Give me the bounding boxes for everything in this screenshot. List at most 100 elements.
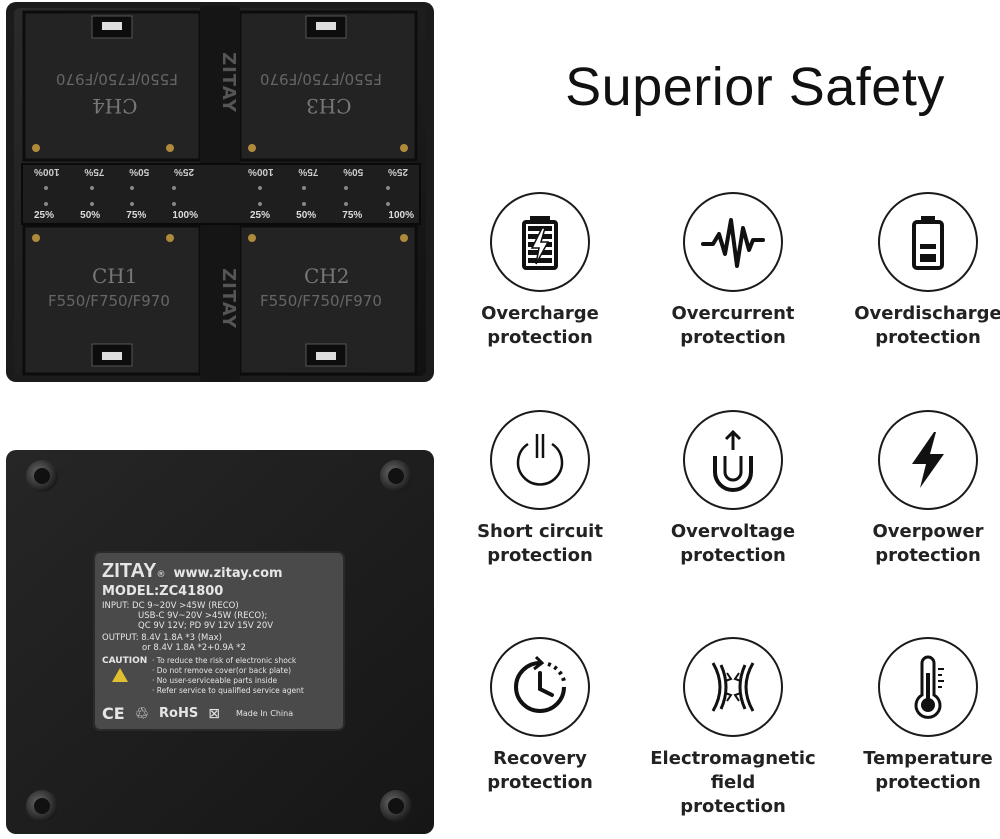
feature-line1: Electromagnetic field [650, 748, 816, 793]
recycle-icon: ♲ [134, 704, 150, 723]
feature-icon-ring [683, 637, 783, 737]
thermometer-icon [914, 655, 944, 719]
ce-mark: CE [102, 704, 125, 723]
feature-recovery: Recovery protection [440, 637, 640, 795]
feature-label: Overcharge protection [440, 302, 640, 350]
label-output2: or 8.4V 1.8A *2+0.9A *2 [142, 643, 246, 653]
level-label: 100% [172, 210, 198, 221]
level-label: 75% [342, 210, 363, 221]
levels-bottom-right: 25% 50% 75% 100% [250, 210, 414, 221]
feature-line2: protection [680, 796, 786, 817]
charger-top-view: CH4 F550/F750/F970 CH3 F550/F750/F970 CH… [6, 2, 434, 384]
label-model: MODEL:ZC41800 [102, 584, 224, 599]
label-brand: ZITAY [102, 560, 157, 582]
label-output1: OUTPUT: 8.4V 1.8A *3 (Max) [102, 633, 222, 643]
charger-bottom-view: ZITAY® www.zitay.com MODEL:ZC41800 INPUT… [6, 450, 434, 834]
warning-triangle-icon [112, 668, 128, 682]
level-label: 75% [126, 210, 147, 221]
feature-label: Overdischarge protection [828, 302, 1000, 350]
feature-line1: Overcurrent [671, 303, 795, 324]
lightning-icon [912, 432, 944, 488]
label-made: Made In China [235, 709, 294, 718]
level-label: 25% [34, 210, 55, 221]
feature-overcurrent: Overcurrent protection [633, 192, 833, 350]
level-label: 25% [250, 210, 271, 221]
feature-label: Overcurrent protection [633, 302, 833, 350]
clock-recovery-icon [514, 655, 566, 713]
feature-icon-ring [490, 410, 590, 510]
label-url: www.zitay.com [173, 566, 283, 581]
feature-line2: protection [680, 545, 786, 566]
feature-icon-ring [683, 192, 783, 292]
label-reg: ® [156, 570, 166, 580]
slot-ch2-channel: CH2 [304, 264, 350, 288]
feature-label: Temperature protection [828, 747, 1000, 795]
feature-label: Recovery protection [440, 747, 640, 795]
spec-label: ZITAY® www.zitay.com MODEL:ZC41800 INPUT… [102, 560, 338, 723]
feature-line1: Overvoltage [670, 521, 796, 542]
slot-ch2-model: F550/F750/F970 [260, 292, 382, 310]
feature-overcharge: Overcharge protection [440, 192, 640, 350]
feature-line2: protection [875, 545, 981, 566]
feature-overpower: Overpower protection [828, 410, 1000, 568]
emf-icon [711, 662, 755, 712]
slot-ch1-model: F550/F750/F970 [48, 292, 170, 310]
weee-bin-icon: ⊠ [208, 705, 220, 722]
label-input2: USB-C 9V~20V >45W (RECO); [138, 611, 268, 621]
feature-line1: Overcharge [481, 303, 599, 324]
feature-overvoltage: Overvoltage protection [633, 410, 833, 568]
label-caution-3: · No user-serviceable parts inside [152, 676, 278, 685]
feature-icon-ring [683, 410, 783, 510]
level-label: 75% [84, 166, 105, 177]
device-brand-top: ZITAY [217, 52, 239, 113]
levels-top-right: 25% 50% 75% 100% [248, 166, 408, 177]
feature-line2: protection [487, 327, 593, 348]
feature-line1: Temperature [863, 748, 993, 769]
feature-line1: Short circuit [477, 521, 603, 542]
label-caution-4: · Refer service to qualified service age… [152, 686, 304, 695]
level-label: 100% [248, 166, 274, 177]
charger-top-image [6, 2, 434, 384]
feature-overdischarge: Overdischarge protection [828, 192, 1000, 350]
feature-electromagnetic: Electromagnetic field protection [633, 637, 833, 819]
feature-label: Electromagnetic field protection [633, 747, 833, 819]
slot-ch4-channel: CH4 [92, 94, 138, 118]
feature-icon-ring [490, 637, 590, 737]
level-label: 50% [343, 166, 364, 177]
feature-icon-ring [878, 192, 978, 292]
feature-icon-ring [490, 192, 590, 292]
feature-line1: Overdischarge [854, 303, 1000, 324]
level-label: 50% [80, 210, 101, 221]
slot-ch3-model: F550/F750/F970 [260, 70, 382, 88]
feature-icon-ring [878, 410, 978, 510]
magnet-icon [713, 429, 753, 492]
feature-line2: protection [875, 772, 981, 793]
levels-bottom-left: 25% 50% 75% 100% [34, 210, 198, 221]
feature-label: Overvoltage protection [633, 520, 833, 568]
slot-ch4-model: F550/F750/F970 [56, 70, 178, 88]
level-label: 75% [298, 166, 319, 177]
level-label: 50% [296, 210, 317, 221]
feature-line2: protection [680, 327, 786, 348]
label-input3: QC 9V 12V; PD 9V 12V 15V 20V [138, 621, 274, 631]
page-title: Superior Safety [565, 57, 945, 117]
label-caution-1: · To reduce the risk of electronic shock [152, 656, 297, 665]
device-brand-bottom: ZITAY [217, 268, 239, 329]
power-icon [516, 434, 564, 486]
current-wave-icon [701, 218, 765, 268]
rohs-mark: RoHS [159, 706, 199, 721]
label-caution-2: · Do not remove cover(or back plate) [152, 666, 292, 675]
feature-line2: protection [875, 327, 981, 348]
slot-ch3-channel: CH3 [306, 94, 352, 118]
level-label: 50% [129, 166, 150, 177]
feature-icon-ring [878, 637, 978, 737]
charger-bottom-image [6, 450, 434, 834]
feature-line2: protection [487, 772, 593, 793]
label-caution: CAUTION [102, 656, 148, 666]
levels-top-left: 25% 50% 75% 100% [34, 166, 194, 177]
feature-line1: Overpower [872, 521, 984, 542]
level-label: 25% [387, 166, 408, 177]
feature-line1: Recovery [493, 748, 587, 769]
